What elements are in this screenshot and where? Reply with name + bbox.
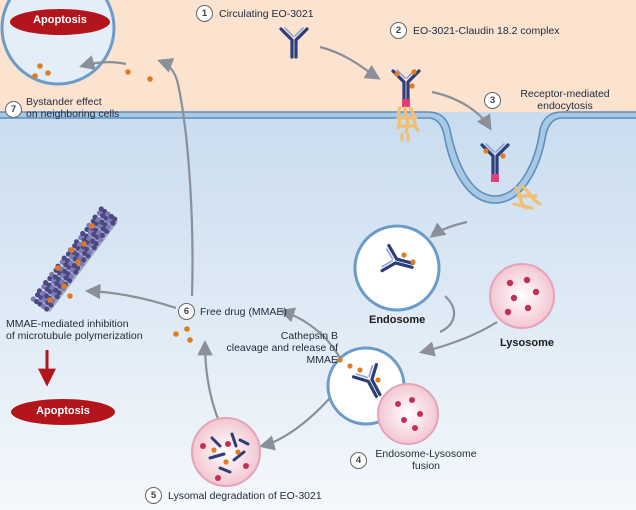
apoptosis-top-label: Apoptosis <box>33 14 87 26</box>
step-3-label-line2: endocytosis <box>537 100 593 113</box>
arrow-lysosome-to-fusion <box>419 321 498 357</box>
step-5-label: Lysomal degradation of EO-3021 <box>168 490 322 502</box>
step-4-label: Endosome-Lysosome fusion <box>368 448 484 472</box>
arrow-3-to-endosome <box>429 220 468 238</box>
endosome-label: Endosome <box>369 314 426 326</box>
payload-dot <box>37 63 43 69</box>
tubulin-bead <box>85 253 91 259</box>
released-mmae-dot <box>337 357 343 363</box>
arrow-free-drug-to-bystander <box>157 58 194 297</box>
tubulin-bead <box>44 306 50 312</box>
step-4-label-line2: fusion <box>411 460 441 473</box>
payload-dot <box>125 69 131 75</box>
mmae-line1: MMAE-mediated inhibition <box>6 318 129 330</box>
apoptosis-bottom-shape <box>11 399 115 425</box>
free-drug-dot <box>187 337 193 343</box>
arrow-free-drug-to-microtubule <box>84 283 177 310</box>
step-2-number: 2 <box>390 22 407 39</box>
mmae-inhibition-label: MMAE-mediated inhibition of microtubule … <box>6 318 143 342</box>
arrow-fusion-to-degradation <box>259 397 331 451</box>
bound-mmae-dot <box>47 297 53 303</box>
step-4-number: 4 <box>350 452 367 469</box>
tubulin-bead <box>68 273 74 279</box>
tubulin-bead <box>48 302 54 308</box>
payload-dot <box>45 70 51 76</box>
bound-mmae-dot <box>61 283 67 289</box>
lysosome <box>489 263 555 329</box>
bound-mmae-dot <box>55 265 61 271</box>
cathepsin-line2: cleavage and release of <box>226 342 339 355</box>
cathepsin-line1: Cathepsin B <box>280 330 338 342</box>
antibody-receptor-complex <box>391 68 421 142</box>
arrow-bystander-to-neighbor <box>79 55 127 71</box>
cathepsin-label: Cathepsin B cleavage and release of MMAE <box>218 330 339 367</box>
tubulin-bead <box>110 220 116 226</box>
tubulin-bead <box>105 224 112 230</box>
bound-mmae-dot <box>75 259 81 265</box>
bound-mmae-dot <box>81 241 87 247</box>
free-drug-dot <box>184 326 190 332</box>
apoptosis-bottom-label: Apoptosis <box>36 405 90 417</box>
tubulin-bead <box>67 277 73 283</box>
step-1-number: 1 <box>196 5 213 22</box>
lysosome-label: Lysosome <box>500 337 555 349</box>
step-4-label-line1: Endosome-Lysosome <box>375 448 477 460</box>
step-3-number: 3 <box>484 92 501 109</box>
step-3-label-line1: Receptor-mediated <box>520 88 610 100</box>
tubulin-bead <box>93 241 99 247</box>
endosome <box>353 224 441 312</box>
bound-mmae-dot <box>67 293 73 299</box>
endosome-lysosome-fusion <box>326 346 439 445</box>
step-7-label-line2: on neighboring cells <box>26 108 120 121</box>
step-5-number: 5 <box>145 487 162 504</box>
step-6-label: Free drug (MMAE) <box>200 306 287 318</box>
payload-dot <box>147 76 153 82</box>
step-7-label: Bystander effect on neighboring cells <box>26 96 119 120</box>
step-6-number: 6 <box>178 303 195 320</box>
step-1-label: Circulating EO-3021 <box>219 8 314 20</box>
mmae-line2: of microtubule polymerization <box>6 330 143 343</box>
step-7-number: 7 <box>5 101 22 118</box>
arrow-2-to-3 <box>431 90 492 131</box>
payload-dot <box>32 73 38 79</box>
tubulin-bead <box>91 245 97 251</box>
released-mmae-dot <box>347 363 353 369</box>
step-2-label: EO-3021-Claudin 18.2 complex <box>413 25 560 37</box>
tubulin-bead <box>99 232 105 238</box>
arrow-endosome-to-fusion <box>439 295 456 333</box>
tubulin-bead <box>112 216 118 222</box>
arrow-degradation-to-free-drug <box>197 339 222 425</box>
tubulin-bead <box>97 236 104 243</box>
tubulin-bead <box>56 290 62 296</box>
apoptosis-top-shape <box>10 9 110 35</box>
tubulin-bead <box>81 257 87 263</box>
free-drug-dot <box>173 331 179 337</box>
step-7-label-line1: Bystander effect <box>26 96 102 108</box>
arrow-1-to-2 <box>319 45 381 80</box>
tubulin-bead <box>104 228 110 234</box>
degradation-vesicle <box>191 417 261 487</box>
tubulin-bead <box>75 265 81 271</box>
tubulin-bead <box>54 294 60 300</box>
bound-mmae-dot <box>69 247 75 253</box>
cathepsin-line3: MMAE <box>306 354 339 367</box>
antibody-endocytosis <box>480 142 542 210</box>
tubulin-bead <box>73 269 79 275</box>
bound-mmae-dot <box>89 223 95 229</box>
tubulin-bead <box>87 249 93 255</box>
cell-membrane-outline <box>0 111 636 197</box>
step-3-label: Receptor-mediated endocytosis <box>504 88 626 112</box>
microtubule <box>30 206 118 312</box>
cell-membrane-inner <box>0 117 636 204</box>
